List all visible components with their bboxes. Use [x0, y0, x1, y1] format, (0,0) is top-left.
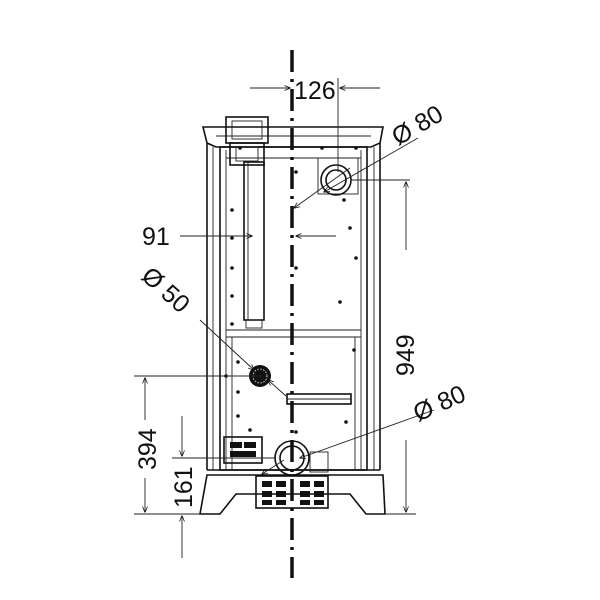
dim-394	[134, 375, 262, 515]
upper-flue-outlet	[317, 157, 410, 196]
stove-base	[199, 474, 386, 515]
dim-126	[250, 78, 380, 172]
dim-161	[172, 416, 276, 558]
leader-lower-flue	[300, 409, 435, 458]
control-box	[223, 436, 263, 464]
dim-161-label: 161	[170, 466, 198, 508]
dim-air-inlet-label: Ø 50	[136, 262, 195, 319]
dim-949	[385, 182, 416, 515]
leader-air-inlet	[199, 319, 254, 370]
top-handle	[225, 116, 269, 166]
dim-949-label: 949	[392, 334, 420, 376]
dim-394-label: 394	[134, 428, 162, 470]
dim-upper-flue-label: Ø 80	[387, 100, 448, 151]
dim-lower-flue-label: Ø 80	[409, 380, 470, 428]
leader-upper-flue	[324, 137, 419, 192]
screw-dots	[224, 146, 358, 434]
vertical-pipe	[243, 161, 265, 329]
dim-91-label: 91	[142, 223, 170, 251]
dim-126-label: 126	[294, 77, 336, 105]
